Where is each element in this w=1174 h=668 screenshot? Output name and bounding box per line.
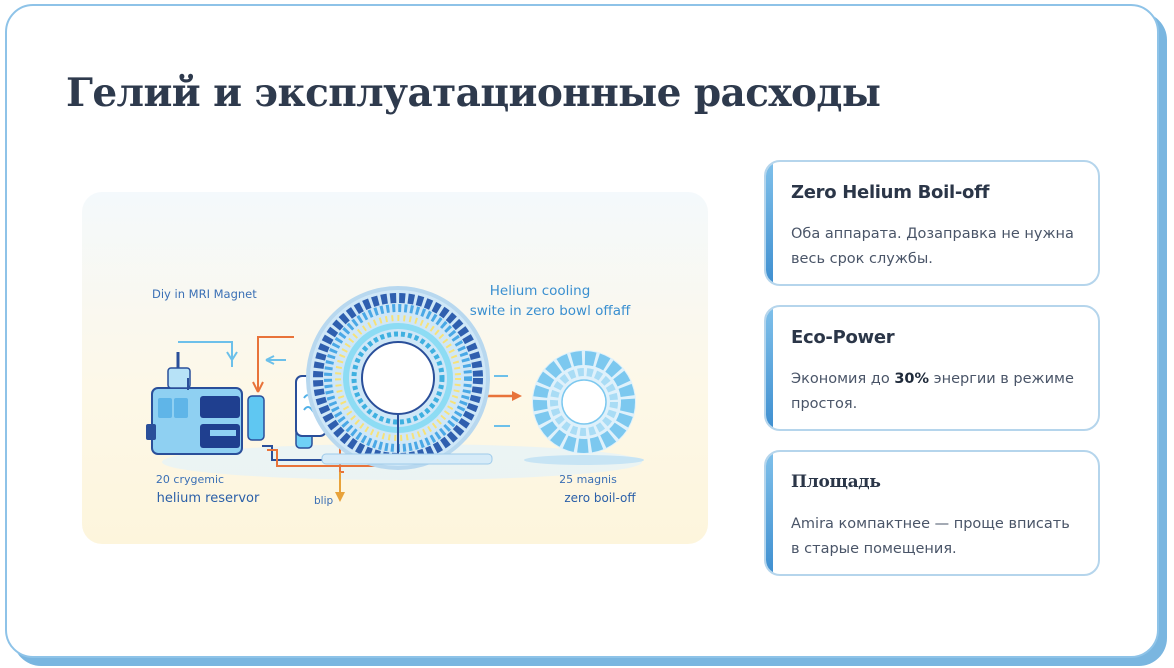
flow-arrows: [252, 336, 522, 502]
card-text: Оба аппарата. Дозаправка не нужна весь с…: [791, 226, 1074, 267]
card-text: Экономия до 30% энергии в режиме простоя…: [791, 367, 1081, 417]
label-blip: blip: [314, 495, 333, 507]
card-title: Eco-Power: [791, 327, 895, 348]
helium-reservoir-machine: [146, 341, 382, 467]
label-reservoir-1: 20 crygemic: [156, 473, 224, 486]
mri-magnet-ring: [306, 286, 493, 470]
label-helium-cooling-1: Helium cooling: [490, 283, 591, 299]
card-zero-helium: Zero Helium Boil-off Оба аппарата. Дозап…: [764, 160, 1100, 286]
card-text-highlight: 30%: [894, 371, 930, 387]
label-zero-1: 25 magnis: [559, 473, 617, 486]
card-text-before: Экономия до: [791, 371, 895, 387]
card-area: Площадь Amira компактнее — проще вписать…: [764, 450, 1100, 576]
label-helium-cooling-2: swite in zero bowl offaff: [470, 303, 631, 319]
label-mri-magnet: Diy in MRI Magnet: [152, 287, 257, 301]
card-title: Zero Helium Boil-off: [791, 182, 990, 203]
label-reservoir-2: helium reservor: [157, 491, 260, 506]
illustration-svg: Diy in MRI Magnet Helium cooling swite i…: [146, 283, 644, 507]
card-text: Amira компактнее — проще вписать в стары…: [791, 516, 1070, 557]
mri-helium-illustration: Diy in MRI Magnet Helium cooling swite i…: [82, 192, 708, 544]
card-title: Площадь: [791, 472, 881, 492]
card-eco-power: Eco-Power Экономия до 30% энергии в режи…: [764, 305, 1100, 431]
zero-boiloff-ring: [524, 350, 644, 465]
label-zero-2: zero boil-off: [564, 491, 636, 505]
slide-title: Гелий и эксплуатационные расходы: [66, 70, 881, 116]
card-text-after: энергии в режиме простоя.: [791, 371, 1074, 412]
